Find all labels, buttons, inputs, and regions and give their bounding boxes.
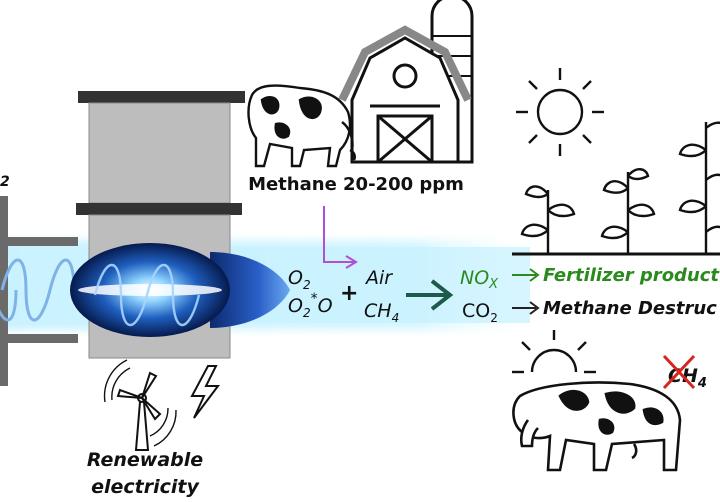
sun-icon [516,68,604,156]
plasma-tail [210,252,290,328]
plus-sign: + [340,281,358,306]
cow-icon [247,84,356,168]
destruction-label: Methane Destruc [543,298,717,319]
wind-turbine-icon [103,359,177,451]
reactant-excited-o: O2*O [288,291,333,320]
cross-out-mark [662,354,696,390]
inlet-fixture [0,196,78,386]
lightning-icon [190,365,220,419]
source-label: Methane 20-200 ppm [248,174,464,195]
reactant-air: Air [364,267,393,289]
power-label-line2: electricity [91,476,200,498]
reactant-ch4: CH4 [364,300,399,325]
small-sun-icon [512,330,596,374]
product-nox: NOX [460,267,499,292]
methane-inflow-arrow [323,206,354,263]
reactant-o2: O2 [288,267,311,292]
left-fragment-label: 2 [0,174,10,190]
power-label-line1: Renewable [87,449,203,471]
plant-icon [512,121,720,256]
product-co2: CO2 [462,300,498,325]
fertilizer-label: Fertilizer product [543,265,720,286]
plasma-reactor [70,91,290,359]
barn-icon [338,0,474,164]
grazing-cow-icon [512,381,682,472]
